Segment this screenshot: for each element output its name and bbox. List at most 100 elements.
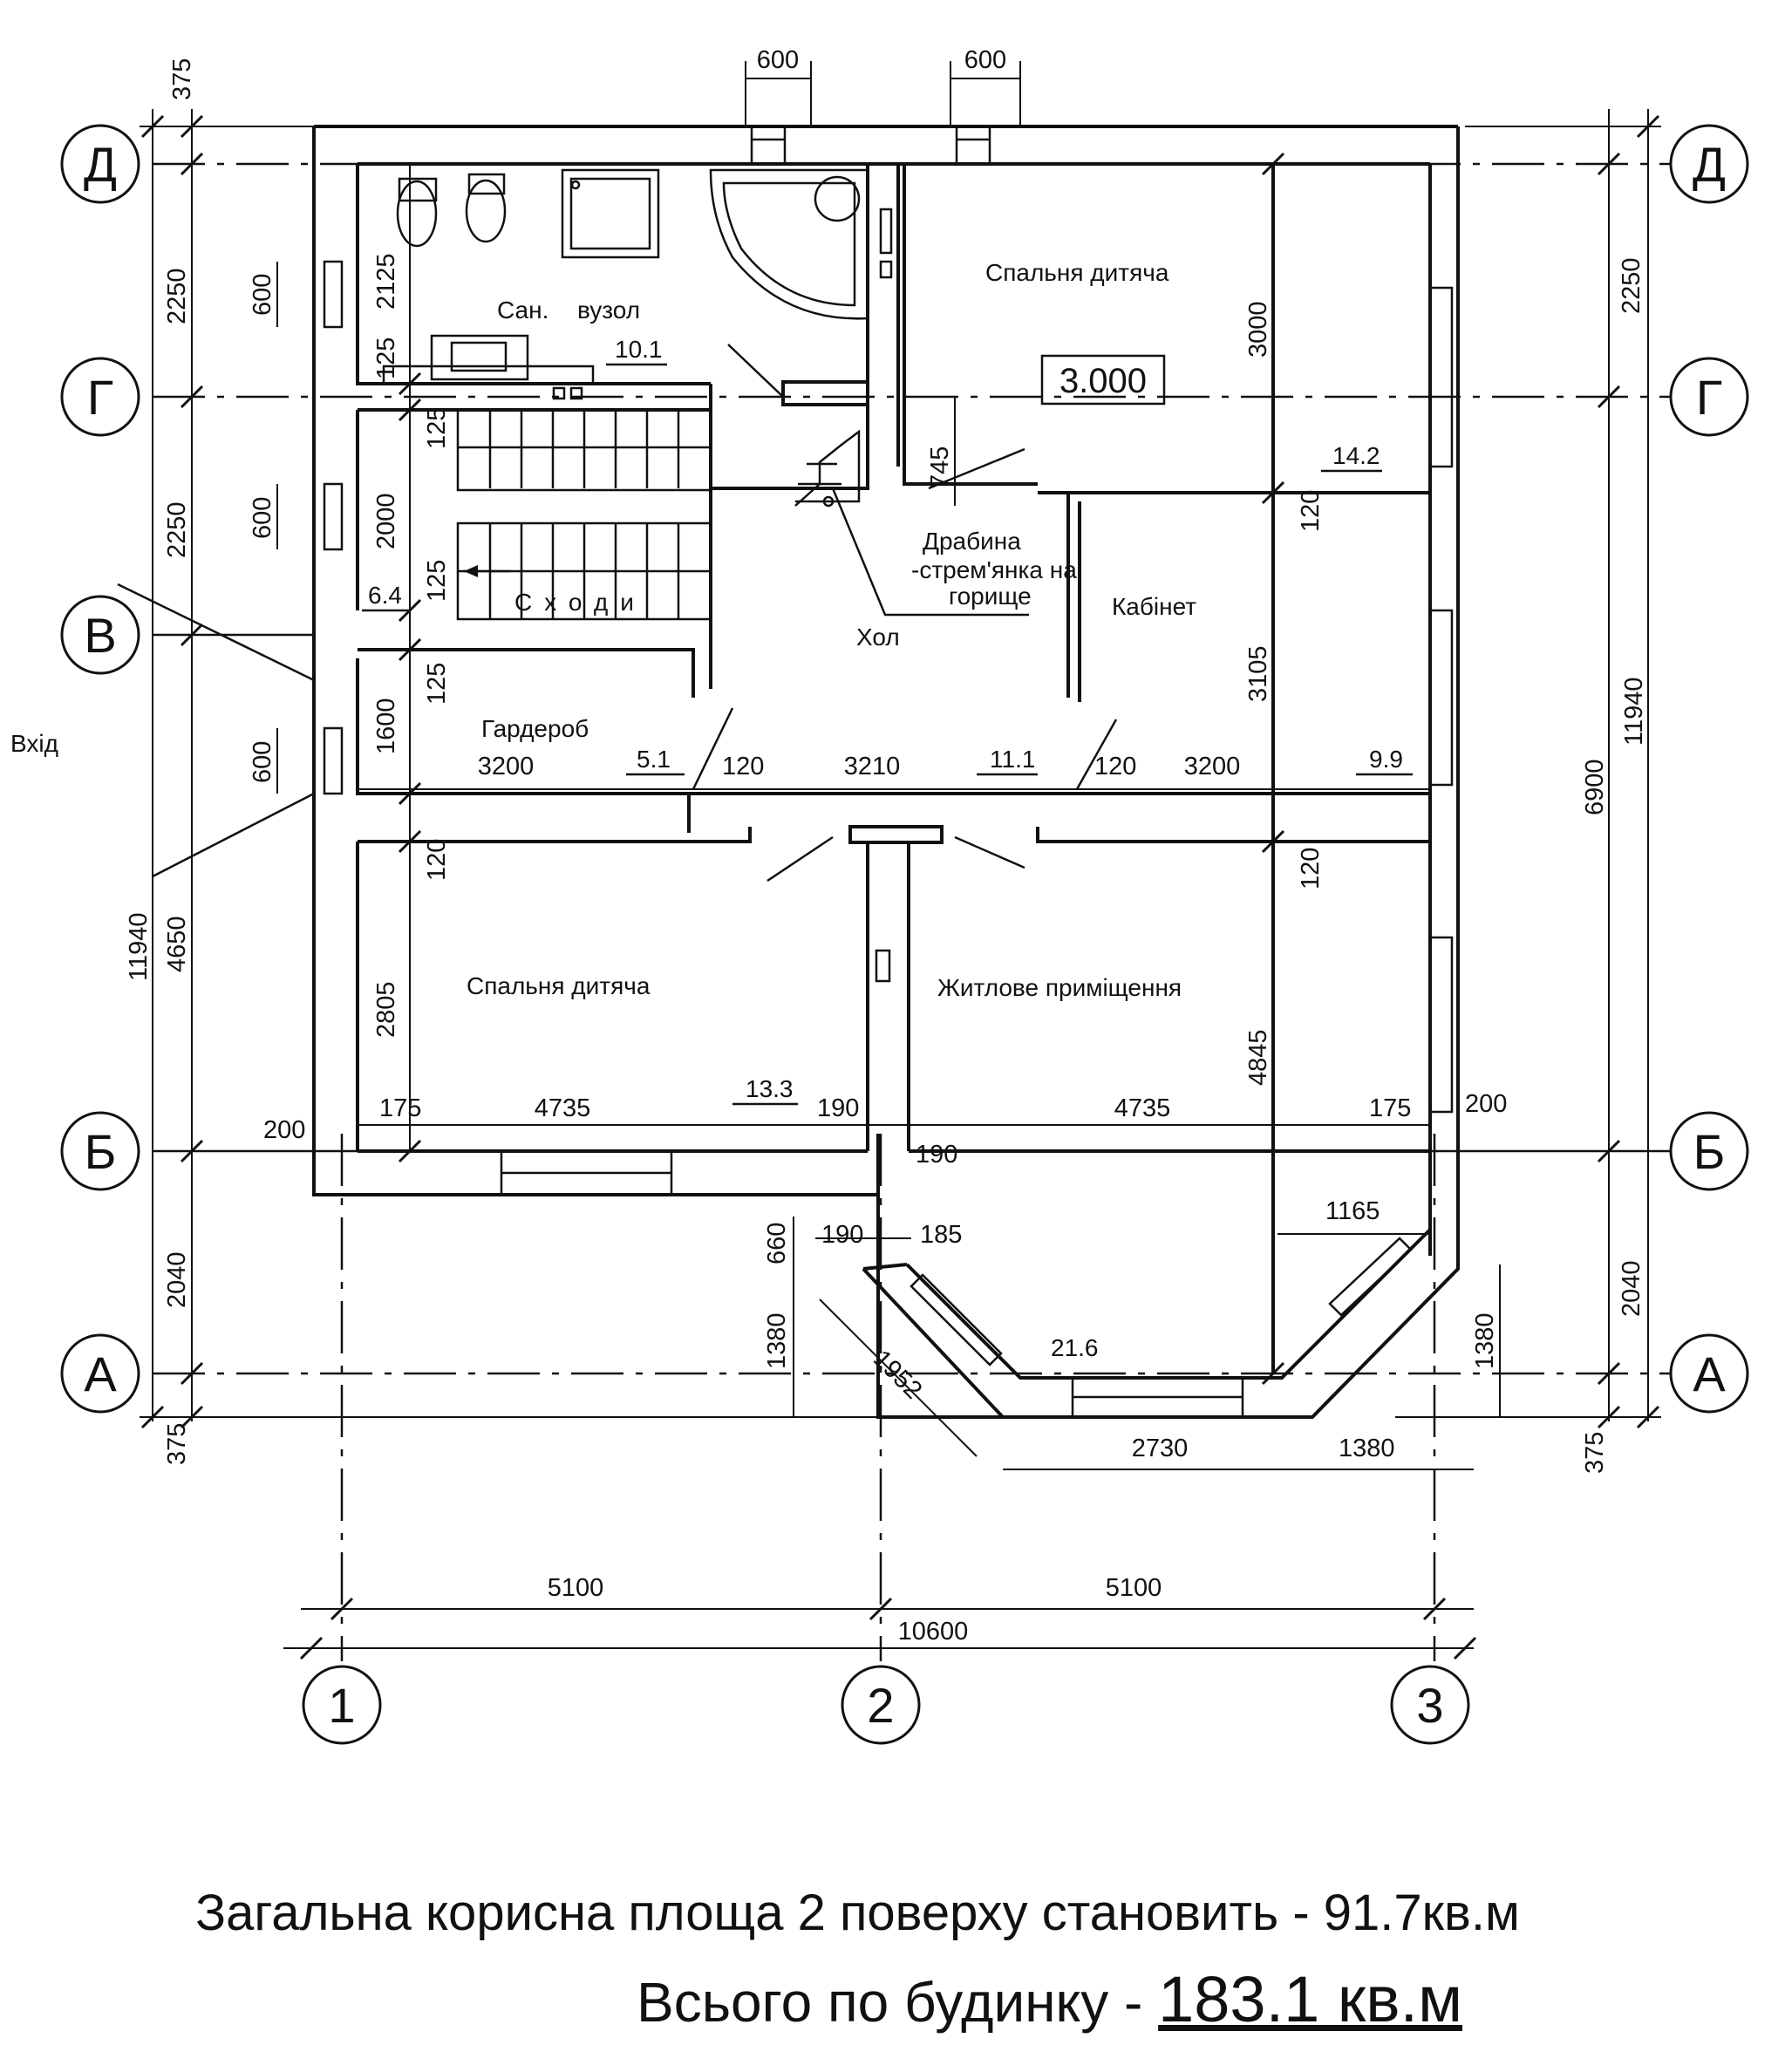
dim-right-overall: 11940 <box>1620 678 1648 746</box>
footer-floor-area: Загальна корисна площа 2 поверху станови… <box>195 1885 1520 1941</box>
dim-left-2040: 2040 <box>163 1251 191 1308</box>
axis-label-g-right: Г <box>1696 370 1722 425</box>
axis-bubble-row-d-left <box>60 124 140 204</box>
dim-hall-row-2: 3210 <box>844 753 901 780</box>
dim-left-overall: 11940 <box>125 913 153 982</box>
dim-top-window-right: 600 <box>964 46 1006 74</box>
dim-bay-1380-bottom: 1380 <box>1339 1435 1395 1462</box>
dim-ladder-offset: 745 <box>926 446 954 488</box>
dim-b-175-right: 175 <box>1369 1094 1411 1122</box>
axis-label-d-right: Д <box>1693 137 1726 192</box>
dim-window-left-2: 600 <box>249 497 276 539</box>
dimension-texts: 600 600 375 2250 2250 4650 2040 375 1194… <box>125 46 1648 1646</box>
room-area-living: 21.6 <box>1051 1334 1099 1361</box>
room-name-bedroom-upper: Спальня дитяча <box>985 259 1169 286</box>
room-name-wardrobe: Гардероб <box>481 715 589 742</box>
level-mark: 3.000 <box>1059 362 1147 400</box>
axis-bubble-col-1 <box>302 1665 382 1745</box>
axis-bubble-col-2 <box>841 1665 921 1745</box>
room-name-bedroom-lower: Спальня дитяча <box>467 972 651 999</box>
room-name-bathroom: Сан. <box>497 296 548 324</box>
axis-bubble-row-d-right <box>1669 124 1749 204</box>
dim-stair-wall-2: 125 <box>423 560 451 602</box>
dim-hall-row-3: 3200 <box>1184 753 1241 780</box>
dim-bottom-span-1: 5100 <box>548 1574 604 1602</box>
axis-label-d: Д <box>84 137 117 192</box>
axis-bubble-row-b-right <box>1669 1111 1749 1191</box>
axis-label-a-right: А <box>1693 1346 1726 1401</box>
dim-stair-wall-3: 125 <box>423 663 451 705</box>
dim-b-200-right: 200 <box>1465 1090 1507 1118</box>
room-name-office: Кабінет <box>1112 593 1196 620</box>
axis-bubble-row-b-left <box>60 1111 140 1191</box>
footer-area-line: Загальна корисна площа 2 поверху станови… <box>0 1884 1750 1942</box>
room-area-office: 9.9 <box>1369 746 1403 773</box>
room-name-hall: Хол <box>856 624 900 651</box>
axis-label-v: В <box>84 608 116 663</box>
dim-left-375-bottom: 375 <box>163 1423 191 1465</box>
dim-bay-190-a: 190 <box>916 1141 957 1169</box>
dim-bay-1165: 1165 <box>1325 1197 1380 1225</box>
axis-bubble-row-g-left <box>60 357 140 437</box>
windows <box>323 125 1454 1419</box>
dim-left-2250-a: 2250 <box>163 268 191 324</box>
ladder-label-1: Драбина <box>923 528 1021 555</box>
axis-lines <box>153 162 1674 1661</box>
dim-stair-wall-1: 125 <box>423 407 451 449</box>
footer-total-label: Всього по будинку - <box>637 1971 1159 2034</box>
dim-right-2040: 2040 <box>1618 1260 1645 1317</box>
door-swings <box>117 344 1118 883</box>
dim-b-200-left: 200 <box>263 1116 305 1144</box>
dim-left-375-top: 375 <box>168 58 196 100</box>
axis-label-1: 1 <box>328 1678 355 1733</box>
room-name-stairs: Сходи <box>514 589 646 616</box>
dim-bay-2730: 2730 <box>1132 1435 1189 1462</box>
dim-bottom-total: 10600 <box>898 1618 969 1646</box>
dim-b-4735-right: 4735 <box>1114 1094 1171 1122</box>
axis-bubble-row-v-left <box>60 595 140 675</box>
area-underlines <box>362 363 1413 1106</box>
dim-bay-1380-left: 1380 <box>763 1312 791 1369</box>
axis-label-3: 3 <box>1416 1678 1443 1733</box>
dim-bedroom-height: 3000 <box>1244 301 1272 358</box>
room-area-wardrobe: 5.1 <box>637 746 671 773</box>
dim-partition-120-a: 120 <box>722 753 764 780</box>
room-area-bedroom-lower: 13.3 <box>746 1075 794 1102</box>
dim-window-left-3: 600 <box>249 741 276 783</box>
dim-wardrobe-height: 1600 <box>372 698 400 754</box>
footer-total-line: Всього по будинку - 183.1 кв.м <box>157 1962 1785 2036</box>
axis-label-2: 2 <box>867 1678 894 1733</box>
entrance-label: Вхід <box>10 730 58 757</box>
dim-hall-row-1: 3200 <box>478 753 535 780</box>
dim-right-6900: 6900 <box>1581 759 1609 815</box>
room-area-hall: 11.1 <box>990 746 1035 773</box>
axis-bubble-col-3 <box>1390 1665 1470 1745</box>
bathroom-fixtures <box>382 168 893 983</box>
dim-top-window-left: 600 <box>757 46 799 74</box>
level-mark-box <box>1040 354 1166 406</box>
room-area-stairs: 6.4 <box>368 582 402 609</box>
ladder-label-3: горище <box>949 583 1032 610</box>
axis-bubble-row-a-right <box>1669 1333 1749 1414</box>
dim-living-height: 4845 <box>1244 1029 1272 1086</box>
dim-wall-120-left: 120 <box>423 839 451 881</box>
stair-treads <box>456 408 861 621</box>
axis-letters: Д Г В Б А Д Г Б А 1 2 3 <box>84 137 1726 1733</box>
dim-wall-120-right-a: 120 <box>1297 490 1325 532</box>
room-labels: Сан. вузол 10.1 Сходи 6.4 Спальня дитяча… <box>368 259 1403 1361</box>
dim-partition-120-b: 120 <box>1094 753 1136 780</box>
dim-office-height: 3105 <box>1244 645 1272 702</box>
dim-wall-120-right-b: 120 <box>1297 848 1325 889</box>
dim-bay-660: 660 <box>763 1223 791 1264</box>
axis-bubble-row-a-left <box>60 1333 140 1414</box>
dim-b-4735-left: 4735 <box>535 1094 591 1122</box>
dimension-ticks <box>140 114 1660 1660</box>
dimension-lines <box>140 61 1661 1649</box>
ladder-leader <box>831 487 1029 617</box>
dim-bay-185: 185 <box>920 1221 962 1249</box>
dim-bottom-span-2: 5100 <box>1106 1574 1162 1602</box>
axis-bubbles <box>60 124 1749 1745</box>
dim-wc-wall: 125 <box>372 337 400 379</box>
dim-bedroom2-height: 2805 <box>372 981 400 1038</box>
